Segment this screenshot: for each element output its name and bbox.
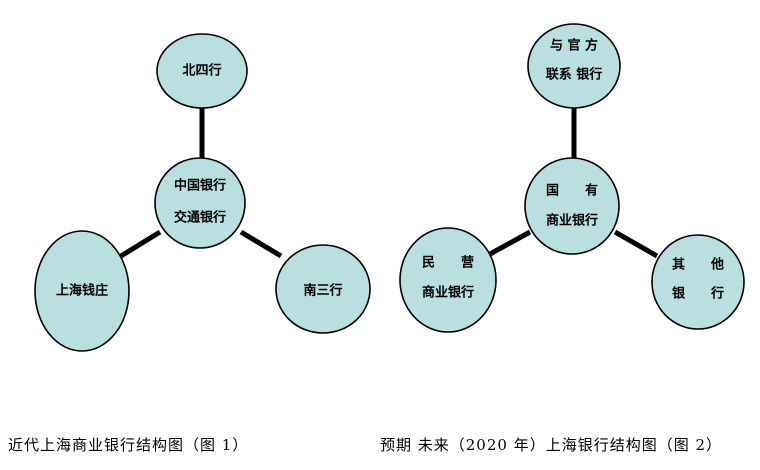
fig2-node-right: 其 他 银 行 xyxy=(651,234,745,330)
fig2-node-right-label-2: 银 行 xyxy=(672,286,724,302)
fig1-node-center-label-2: 交通银行 xyxy=(174,210,226,226)
fig1-node-top: 北四行 xyxy=(156,33,248,109)
fig1-node-top-label: 北四行 xyxy=(182,63,221,79)
fig2-edge-left xyxy=(488,229,532,257)
fig1-edge-right xyxy=(239,229,283,259)
fig2-node-top: 与 官 方 联系 银行 xyxy=(527,23,621,109)
fig2-node-left-label-2: 商业银行 xyxy=(422,285,474,301)
fig1-node-right-label: 南三行 xyxy=(303,283,342,299)
fig1-node-right: 南三行 xyxy=(275,244,371,334)
figure1-caption: 近代上海商业银行结构图（图 1） xyxy=(8,436,249,454)
bank-structure-diagrams: 北四行 中国银行 交通银行 上海钱庄 南三行 与 官 方 联系 银行 国 有 商… xyxy=(34,23,745,352)
fig2-node-center-label-2: 商业银行 xyxy=(546,213,598,229)
fig2-node-left-label-1: 民 营 xyxy=(422,255,474,271)
figure2-caption: 预期 未来（2020 年）上海银行结构图（图 2） xyxy=(380,436,723,454)
fig2-node-top-label-2: 联系 银行 xyxy=(546,67,603,83)
fig1-node-center-label-1: 中国银行 xyxy=(174,178,226,194)
fig1-node-left-label: 上海钱庄 xyxy=(56,283,108,299)
fig1-node-center: 中国银行 交通银行 xyxy=(154,157,246,249)
fig2-node-center: 国 有 商业银行 xyxy=(524,157,620,255)
fig2-node-center-label-1: 国 有 xyxy=(546,183,598,199)
fig2-node-right-label-1: 其 他 xyxy=(672,257,724,273)
fig1-edge-left xyxy=(119,229,162,259)
fig2-edge-right xyxy=(613,229,659,259)
fig2-node-left: 民 营 商业银行 xyxy=(399,227,497,333)
fig2-node-top-label-1: 与 官 方 xyxy=(550,38,598,54)
fig1-node-left: 上海钱庄 xyxy=(34,230,130,352)
